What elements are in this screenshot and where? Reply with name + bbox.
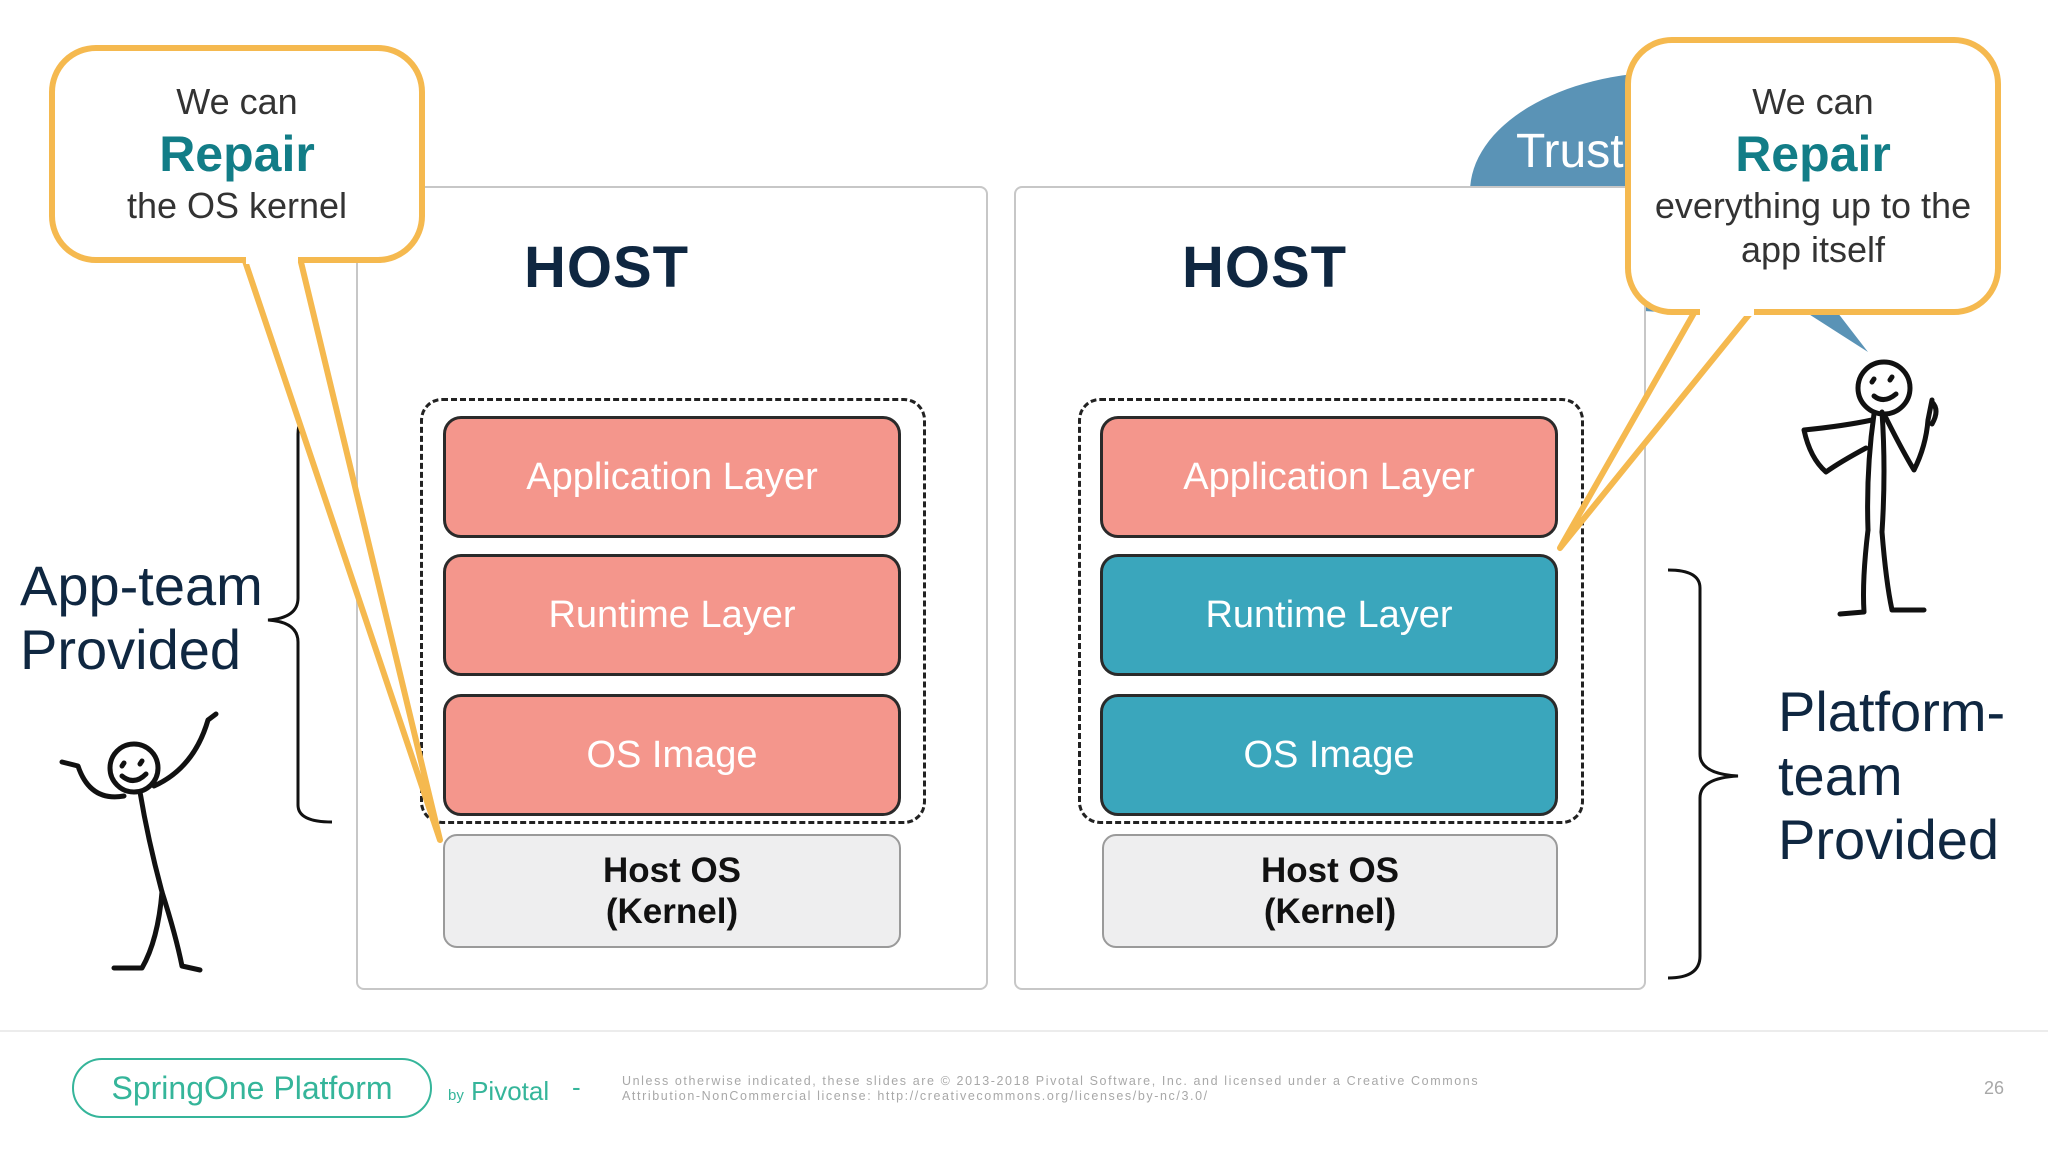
- page-number: 26: [1984, 1078, 2005, 1098]
- footer-separator: -: [572, 1072, 581, 1102]
- platform-team-line2: team: [1778, 744, 1903, 807]
- right-os-image-layer: OS Image: [1100, 694, 1558, 816]
- right-container-group: [1078, 398, 1584, 824]
- legal-line2: Attribution-NonCommercial license: http:…: [622, 1089, 1209, 1103]
- right-callout-line1: We can: [1752, 81, 1874, 122]
- platform-team-stick-figure: [1801, 359, 1939, 617]
- left-kernel-line1: Host OS: [602, 851, 742, 890]
- platform-team-line1: Platform-: [1778, 680, 2006, 743]
- footer-divider: [0, 1030, 2048, 1032]
- left-host-os-kernel: Host OS (Kernel): [443, 834, 901, 948]
- right-runtime-layer: Runtime Layer: [1100, 554, 1558, 676]
- springone-platform-logo: SpringOne Platform: [72, 1058, 432, 1118]
- app-team-line2: Provided: [20, 618, 242, 681]
- right-callout-emphasis: Repair: [1735, 126, 1891, 182]
- platform-team-brace: [1667, 568, 1739, 980]
- trust-bubble-text: Trust: [1516, 125, 1624, 178]
- platform-team-label: Platform- team Provided: [1778, 680, 2005, 872]
- app-team-label: App-team Provided: [20, 554, 263, 682]
- pivotal-brand: by Pivotal: [448, 1076, 549, 1107]
- legal-line1: Unless otherwise indicated, these slides…: [622, 1074, 1480, 1088]
- left-kernel-line2: (Kernel): [605, 892, 739, 931]
- left-application-layer: Application Layer: [443, 416, 901, 538]
- pivotal-text: Pivotal: [471, 1076, 550, 1106]
- app-team-line1: App-team: [20, 554, 263, 617]
- left-host-title: HOST: [524, 235, 690, 300]
- right-callout-line2: everything up to the: [1654, 185, 1972, 226]
- left-callout-emphasis: Repair: [159, 126, 315, 182]
- platform-team-line3: Provided: [1778, 808, 2000, 871]
- left-runtime-layer: Runtime Layer: [443, 554, 901, 676]
- left-container-group: [420, 398, 926, 824]
- right-host-os-kernel: Host OS (Kernel): [1102, 834, 1558, 948]
- right-application-layer: Application Layer: [1100, 416, 1558, 538]
- right-callout-line3: app itself: [1740, 229, 1886, 270]
- right-callout: We can Repair everything up to the app i…: [1628, 80, 1998, 272]
- right-kernel-line2: (Kernel): [1263, 892, 1397, 931]
- legal-notice: Unless otherwise indicated, these slides…: [622, 1074, 1522, 1104]
- left-callout-line2: the OS kernel: [126, 185, 348, 226]
- right-kernel-line1: Host OS: [1260, 851, 1400, 890]
- left-callout-line1: We can: [176, 81, 298, 122]
- by-text: by: [448, 1087, 464, 1104]
- app-team-stick-figure: [59, 711, 219, 973]
- left-os-image-layer: OS Image: [443, 694, 901, 816]
- left-callout: We can Repair the OS kernel: [52, 80, 422, 228]
- right-host-title: HOST: [1182, 235, 1348, 300]
